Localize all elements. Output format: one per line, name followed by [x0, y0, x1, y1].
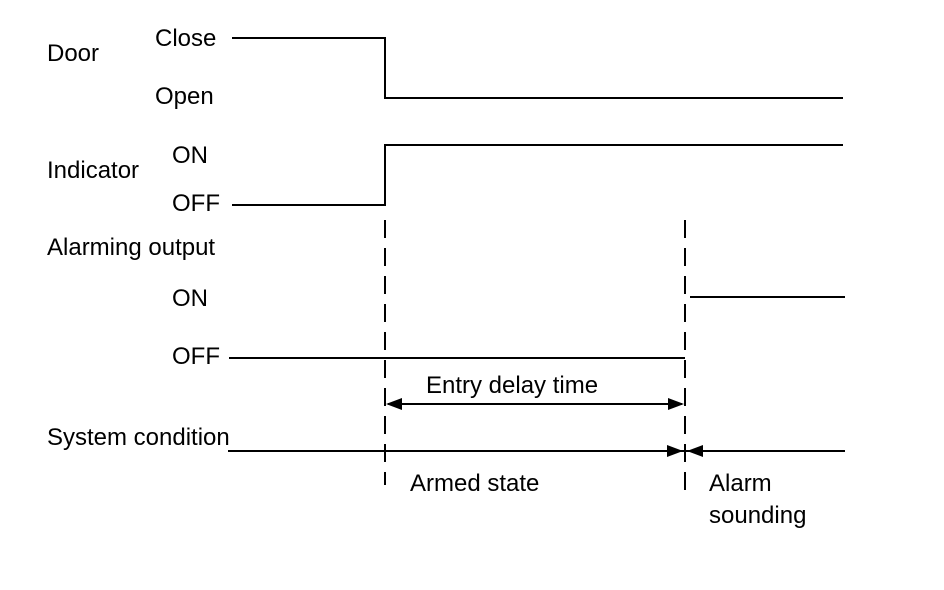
alarm-sounding-start-arrowhead: [687, 445, 703, 457]
door-open-state-label: Open: [155, 83, 214, 110]
entry-delay-right-arrowhead: [668, 398, 684, 410]
indicator-off-state-label: OFF: [172, 190, 220, 217]
indicator-waveform: [232, 144, 843, 206]
system-condition-signal-label: System condition: [47, 424, 230, 451]
alarming-output-off-state-label: OFF: [172, 343, 220, 370]
door-signal-label: Door: [47, 40, 100, 67]
door-close-state-label: Close: [155, 25, 217, 52]
alarming-output-on-state-label: ON: [172, 285, 208, 312]
indicator-signal-label: Indicator: [47, 157, 140, 184]
entry-delay-left-arrowhead: [386, 398, 402, 410]
indicator-on-state-label: ON: [172, 142, 208, 169]
alarm-sounding-label-line2: sounding: [709, 502, 807, 529]
entry-delay-time-label: Entry delay time: [426, 372, 599, 399]
alarming-output-signal-label: Alarming output: [47, 234, 216, 261]
armed-state-label: Armed state: [410, 470, 540, 497]
alarm-sounding-label-line1: Alarm: [709, 470, 772, 497]
armed-state-end-arrowhead: [667, 445, 683, 457]
door-waveform: [232, 37, 843, 99]
